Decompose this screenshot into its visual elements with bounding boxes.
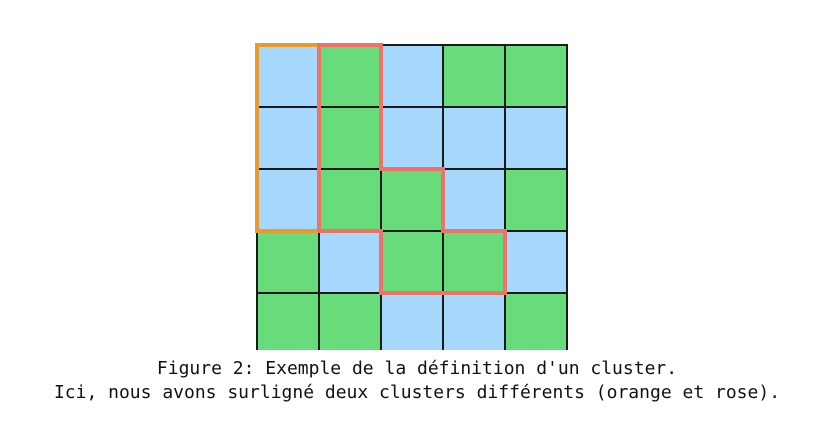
grid-cell-r0-c3 (442, 44, 506, 108)
grid-cell-r1-c3 (442, 106, 506, 170)
grid-cell-r3-c0 (256, 230, 320, 294)
grid-cells (256, 44, 568, 350)
grid-cell-r2-c1 (318, 168, 382, 232)
grid-cell-r1-c1 (318, 106, 382, 170)
grid-cell-r0-c2 (380, 44, 444, 108)
grid-cell-r1-c0 (256, 106, 320, 170)
grid-cell-r0-c1 (318, 44, 382, 108)
grid-cell-r1-c2 (380, 106, 444, 170)
figure-caption-description: Ici, nous avons surligné deux clusters d… (53, 382, 781, 403)
grid-cell-r3-c1 (318, 230, 382, 294)
grid-cell-r0-c0 (256, 44, 320, 108)
figure-caption-title: Figure 2: Exemple de la définition d'un … (156, 358, 678, 379)
grid-cell-r4-c3 (442, 292, 506, 350)
grid-cell-r3-c3 (442, 230, 506, 294)
cluster-grid-diagram (255, 43, 568, 350)
grid-cell-r0-c4 (504, 44, 568, 108)
grid-cell-r2-c0 (256, 168, 320, 232)
grid-cell-r2-c4 (504, 168, 568, 232)
grid-cell-r4-c2 (380, 292, 444, 350)
grid-cell-r2-c2 (380, 168, 444, 232)
grid-cell-r3-c4 (504, 230, 568, 294)
grid-cell-r2-c3 (442, 168, 506, 232)
cluster-2-outline (317, 43, 507, 295)
grid-cell-r4-c1 (318, 292, 382, 350)
grid-cell-r3-c2 (380, 230, 444, 294)
cluster-highlights (255, 43, 507, 295)
grid-cell-r4-c0 (256, 292, 320, 350)
grid-cell-r1-c4 (504, 106, 568, 170)
grid-cell-r4-c4 (504, 292, 568, 350)
